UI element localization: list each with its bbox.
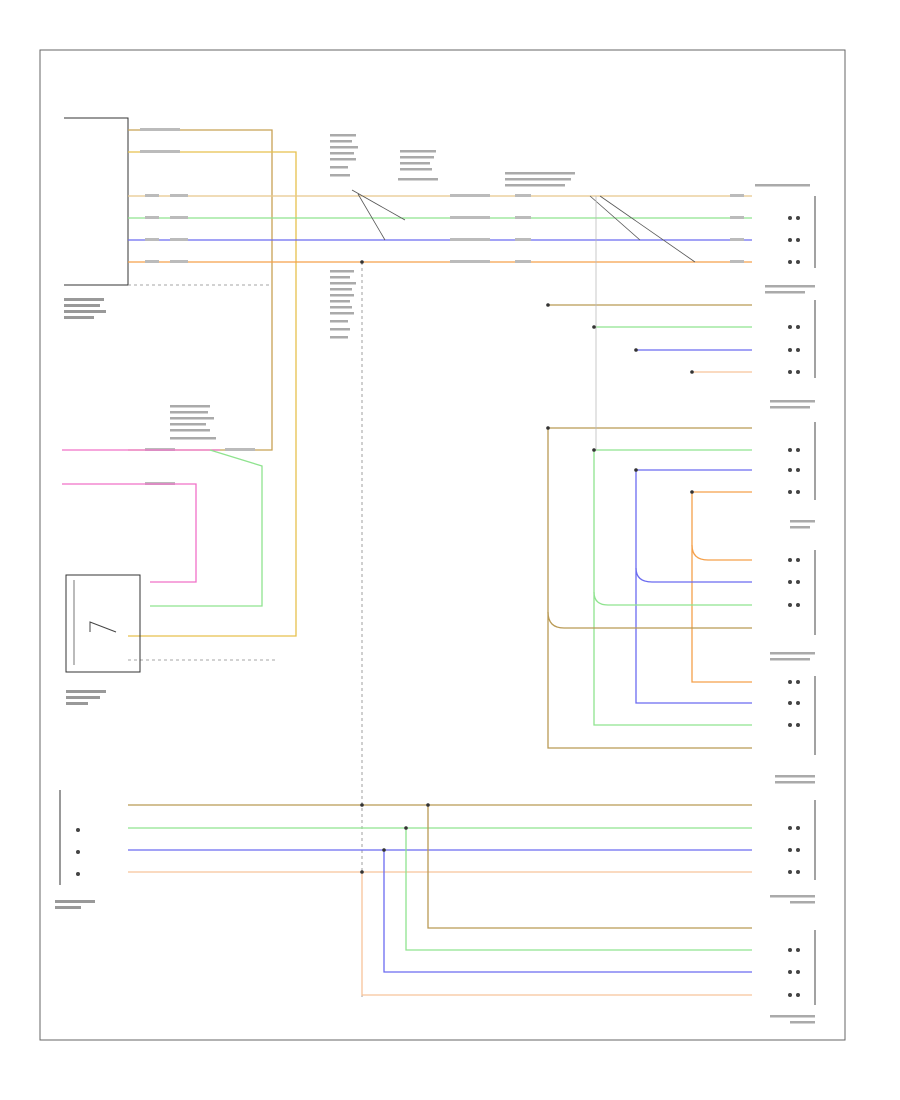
right-connectors-top <box>730 184 816 268</box>
wire-yellow-top <box>128 151 297 637</box>
splice-leaders <box>351 189 696 263</box>
switch-label <box>66 690 106 705</box>
wires-top-left <box>128 129 297 637</box>
component-box-top-left <box>64 117 129 286</box>
wires-vertical-risers <box>547 196 752 749</box>
label-blocks-top <box>170 134 575 440</box>
bottom-left-contacts <box>76 828 80 876</box>
wires-branch-mid <box>547 544 752 629</box>
right-connectors-5 <box>770 652 816 755</box>
wires-pink <box>62 449 220 583</box>
switch-box <box>65 574 141 673</box>
right-connectors-bottom-1 <box>775 775 816 880</box>
right-connectors-4 <box>788 520 816 635</box>
wires-bus-bottom <box>128 804 752 996</box>
component-label-top-left <box>64 298 106 319</box>
splice-dots <box>360 260 694 874</box>
right-connectors-2 <box>765 285 816 378</box>
right-connectors-3 <box>770 400 816 500</box>
right-connectors-bottom-2 <box>770 895 816 1024</box>
wire-tan-top <box>128 129 273 451</box>
switch-symbol <box>89 621 117 633</box>
wire-green-mid <box>150 449 263 607</box>
page-frame <box>39 49 846 1041</box>
wires-bus-top <box>128 195 752 263</box>
bottom-left-label <box>55 900 95 909</box>
wires-right-group-2 <box>548 304 752 373</box>
